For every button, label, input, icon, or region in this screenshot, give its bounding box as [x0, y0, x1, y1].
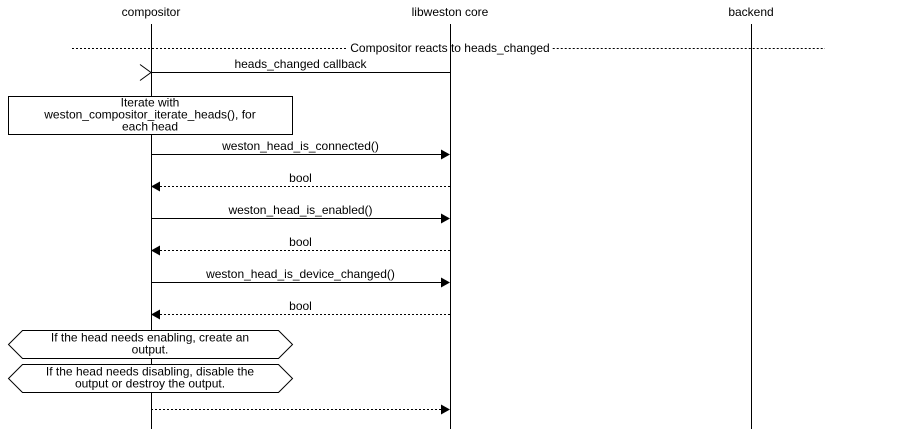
note-line-iterate-heads-note-0: Iterate with [121, 96, 180, 110]
arrowhead-weston-head-is-device-changed [441, 277, 450, 288]
arrowhead-weston-head-is-connected [441, 149, 450, 160]
participant-label-libweston-core: libweston core [412, 5, 489, 19]
fragment-line-disable-head-condition-1: output or destroy the output. [75, 377, 225, 391]
fragment-line-enable-head-condition-0: If the head needs enabling, create an [51, 331, 249, 345]
message-bool-return-enabled: bool [151, 235, 450, 256]
message-final-return [151, 404, 450, 415]
message-label-bool-return-connected: bool [289, 171, 312, 185]
fragment-line-enable-head-condition-1: output. [132, 343, 169, 357]
fragment-line-disable-head-condition-0: If the head needs disabling, disable the [46, 365, 254, 379]
participant-label-backend: backend [728, 5, 773, 19]
arrowhead-bool-return-device-changed [151, 309, 160, 320]
participant-label-compositor: compositor [122, 5, 181, 19]
arrowhead-heads-changed-callback [139, 64, 152, 81]
message-label-weston-head-is-enabled: weston_head_is_enabled() [227, 203, 372, 217]
note-line-iterate-heads-note-1: weston_compositor_iterate_heads(), for [43, 108, 255, 122]
fragment-shape-enable-head-condition [7, 330, 294, 359]
note-iterate-heads-note: Iterate withweston_compositor_iterate_he… [8, 96, 293, 135]
divider-label: Compositor reacts to heads_changed [350, 41, 549, 55]
message-label-heads-changed-callback: heads_changed callback [234, 57, 367, 71]
arrowhead-bool-return-connected [151, 181, 160, 192]
message-weston-head-is-device-changed: weston_head_is_device_changed() [151, 267, 450, 288]
arrowhead-weston-head-is-enabled [441, 213, 450, 224]
message-label-weston-head-is-connected: weston_head_is_connected() [221, 139, 379, 153]
message-label-weston-head-is-device-changed: weston_head_is_device_changed() [205, 267, 395, 281]
note-box-iterate-heads-note [8, 96, 293, 135]
fragment-disable-head-condition: If the head needs disabling, disable the… [7, 364, 294, 393]
message-label-bool-return-device-changed: bool [289, 299, 312, 313]
note-line-iterate-heads-note-2: each head [122, 120, 178, 134]
arrowhead-bool-return-enabled [151, 245, 160, 256]
message-heads-changed-callback: heads_changed callback [139, 57, 450, 81]
message-weston-head-is-enabled: weston_head_is_enabled() [151, 203, 450, 224]
message-label-bool-return-enabled: bool [289, 235, 312, 249]
arrowhead-final-return [441, 404, 450, 415]
message-bool-return-connected: bool [151, 171, 450, 192]
fragment-enable-head-condition: If the head needs enabling, create anout… [7, 330, 294, 359]
message-bool-return-device-changed: bool [151, 299, 450, 320]
message-weston-head-is-connected: weston_head_is_connected() [151, 139, 450, 160]
fragment-shape-disable-head-condition [7, 364, 294, 393]
